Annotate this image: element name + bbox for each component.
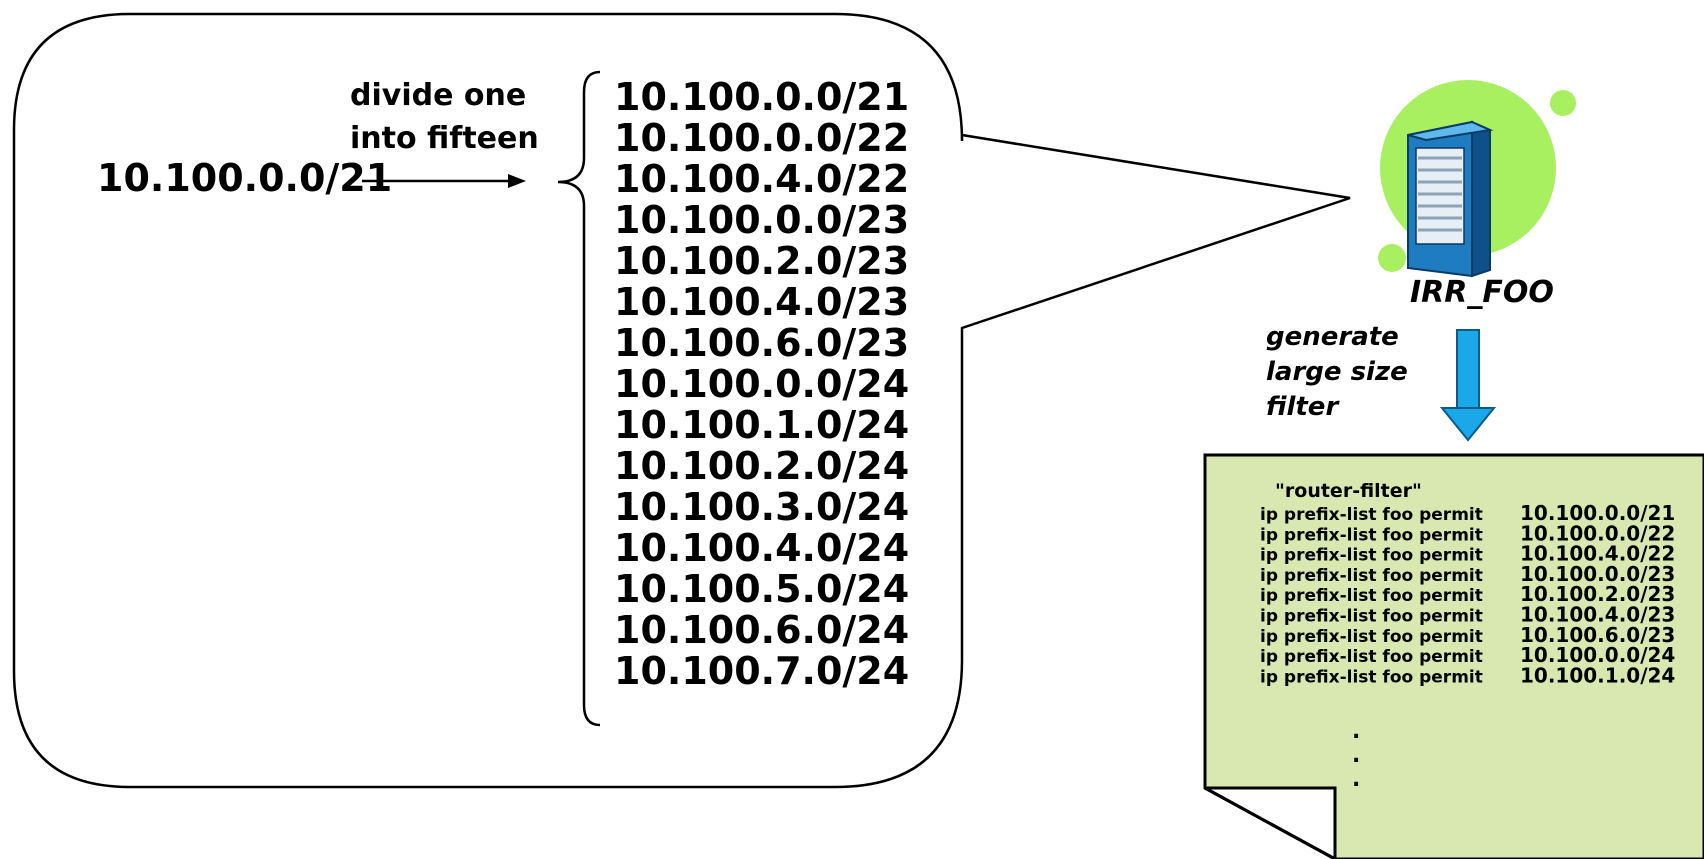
filter-title: "router-filter"	[1275, 480, 1422, 502]
prefix-item: 10.100.4.0/23	[614, 280, 909, 324]
filter-line-prefix: 10.100.0.0/23	[1520, 562, 1675, 586]
prefix-item: 10.100.4.0/22	[614, 157, 909, 201]
server-icon	[1378, 80, 1576, 278]
filter-line-command: ip prefix-list foo permit	[1260, 505, 1483, 525]
prefix-item: 10.100.0.0/23	[614, 198, 909, 242]
prefix-item: 10.100.0.0/24	[614, 362, 909, 406]
generate-label-line-3: filter	[1266, 392, 1340, 422]
ellipsis-dot: .	[1352, 743, 1360, 768]
prefix-item: 10.100.3.0/24	[614, 485, 909, 529]
prefix-item: 10.100.7.0/24	[614, 649, 909, 693]
generate-arrow	[1439, 329, 1497, 442]
filter-line-command: ip prefix-list foo permit	[1260, 667, 1483, 687]
ellipsis-dot: .	[1352, 767, 1360, 792]
filter-line-command: ip prefix-list foo permit	[1260, 546, 1483, 566]
generate-label-line-1: generate	[1266, 322, 1399, 352]
prefix-item: 10.100.0.0/21	[614, 75, 909, 119]
prefix-item: 10.100.1.0/24	[614, 403, 909, 447]
prefix-item: 10.100.6.0/24	[614, 608, 909, 652]
prefix-item: 10.100.5.0/24	[614, 567, 909, 611]
filter-document	[1203, 453, 1704, 859]
server-blob-small-left	[1378, 244, 1406, 272]
curly-brace	[557, 70, 601, 727]
filter-line-command: ip prefix-list foo permit	[1260, 586, 1483, 606]
divide-label-line-2: into fifteen	[350, 121, 539, 156]
prefix-item: 10.100.4.0/24	[614, 526, 909, 570]
filter-line-prefix: 10.100.6.0/23	[1520, 623, 1675, 647]
filter-line-command: ip prefix-list foo permit	[1260, 525, 1483, 545]
filter-line-command: ip prefix-list foo permit	[1260, 627, 1483, 647]
server-label: IRR_FOO	[1410, 275, 1554, 310]
prefix-item: 10.100.0.0/22	[614, 116, 909, 160]
divide-arrow	[362, 174, 526, 188]
source-prefix: 10.100.0.0/21	[97, 156, 392, 200]
filter-line-prefix: 10.100.1.0/24	[1520, 663, 1675, 687]
divide-label-line-1: divide one	[350, 78, 526, 113]
speech-bubble	[12, 12, 1351, 789]
filter-line-prefix: 10.100.2.0/23	[1520, 582, 1675, 606]
filter-line-prefix: 10.100.4.0/22	[1520, 542, 1675, 566]
ellipsis-dot: .	[1352, 719, 1360, 744]
filter-line-prefix: 10.100.0.0/22	[1520, 521, 1675, 545]
filter-line-prefix: 10.100.0.0/24	[1520, 643, 1675, 667]
filter-line-prefix: 10.100.0.0/21	[1520, 501, 1675, 525]
filter-line-command: ip prefix-list foo permit	[1260, 566, 1483, 586]
prefix-item: 10.100.2.0/23	[614, 239, 909, 283]
filter-line-command: ip prefix-list foo permit	[1260, 647, 1483, 667]
generate-label-line-2: large size	[1266, 357, 1408, 387]
filter-lines: ip prefix-list foo permit 10.100.0.0/21 ip…	[1260, 501, 1675, 687]
filter-line-prefix: 10.100.4.0/23	[1520, 603, 1675, 627]
server-blob-small-right	[1550, 90, 1576, 116]
prefix-list: 10.100.0.0/2110.100.0.0/2210.100.4.0/221…	[614, 75, 909, 693]
filter-ellipsis: ...	[1352, 719, 1360, 792]
prefix-item: 10.100.2.0/24	[614, 444, 909, 488]
prefix-item: 10.100.6.0/23	[614, 321, 909, 365]
filter-line-command: ip prefix-list foo permit	[1260, 607, 1483, 627]
